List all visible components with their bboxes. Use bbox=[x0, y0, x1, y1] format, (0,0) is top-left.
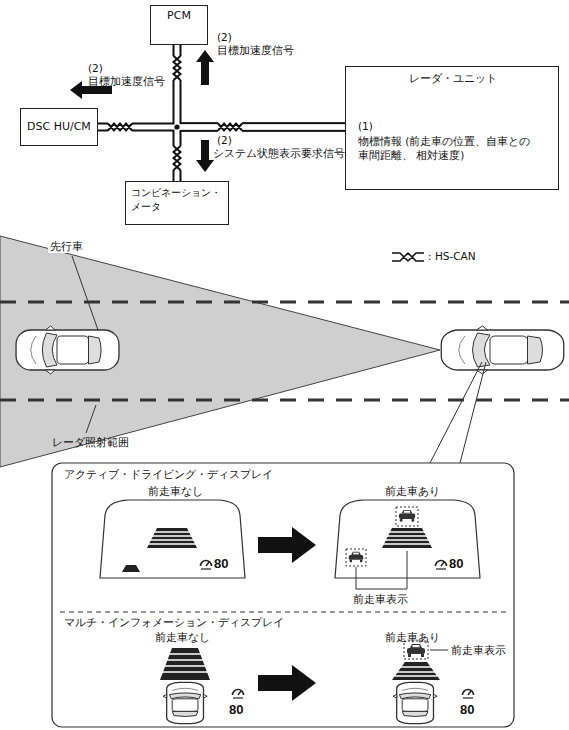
junction-dot bbox=[174, 124, 179, 129]
callout-number: (2) bbox=[217, 31, 232, 44]
box-text: 物標情報 (前走車の位置、自車との車間距離、 相対速度) bbox=[358, 134, 540, 162]
section-heading: マルチ・インフォメーション・ディスプレイ bbox=[64, 616, 284, 629]
can-bus-line bbox=[177, 45, 345, 127]
signal-name: 目標加速度信号 bbox=[88, 75, 165, 88]
signal-arrow bbox=[196, 140, 214, 172]
signal-name: 目標加速度信号 bbox=[217, 44, 294, 57]
meter-box: コンビネーション・ メータ bbox=[125, 181, 229, 225]
leader-line bbox=[356, 551, 407, 589]
transition-arrow bbox=[258, 527, 316, 563]
control-module-box: DSC HU/CM bbox=[20, 108, 98, 146]
radar-range bbox=[0, 236, 440, 467]
lane-line bbox=[0, 399, 569, 402]
twisted-pair-symbol bbox=[108, 124, 132, 131]
twisted-pair-symbol bbox=[392, 253, 424, 261]
transition-arrow bbox=[258, 665, 316, 701]
part-label: 先行車 bbox=[48, 240, 85, 253]
lane-stripes bbox=[147, 528, 197, 548]
set-speed: 80 bbox=[460, 702, 474, 718]
indicator-box bbox=[396, 507, 418, 526]
can-bus-line bbox=[177, 127, 345, 181]
display-frame bbox=[52, 463, 514, 727]
box-title: PCM bbox=[157, 9, 201, 23]
set-speed: 80 bbox=[214, 556, 228, 572]
bus-inner bbox=[98, 45, 345, 181]
lead-car-icon bbox=[399, 510, 415, 522]
legend-text: : HS-CAN bbox=[428, 250, 476, 262]
lane-stripes bbox=[162, 654, 208, 672]
state-label: 前走車なし bbox=[155, 631, 210, 644]
twisted-pair-symbol bbox=[174, 146, 181, 170]
leader-line bbox=[430, 650, 448, 651]
lead-car bbox=[16, 326, 119, 374]
cruise-icon bbox=[436, 561, 447, 570]
state-label: 前走車あり bbox=[385, 631, 440, 644]
indicator-box bbox=[346, 549, 366, 566]
cruise-icon bbox=[233, 690, 244, 699]
lane-stripes bbox=[392, 662, 440, 680]
part-label: レーダ照射範囲 bbox=[52, 436, 129, 449]
cruise-icon bbox=[201, 561, 212, 570]
state-label: 前走車あり bbox=[385, 485, 440, 498]
section-heading: アクティブ・ドライビング・ディスプレイ bbox=[64, 468, 273, 481]
lane-stripes bbox=[382, 528, 432, 548]
set-speed: 80 bbox=[229, 702, 243, 718]
callout-number: (2) bbox=[88, 62, 103, 75]
lane-stripes bbox=[160, 648, 210, 680]
callout-number: (2) bbox=[217, 134, 232, 147]
lane-stripes bbox=[395, 667, 437, 676]
set-speed: 80 bbox=[449, 556, 463, 572]
lane-marker bbox=[122, 565, 140, 572]
lead-car-icon bbox=[407, 644, 425, 657]
can-bus-line bbox=[177, 127, 345, 181]
leader-line bbox=[86, 405, 96, 433]
twist-mask bbox=[218, 121, 242, 133]
control-module-box: PCM bbox=[150, 5, 208, 45]
part-label: 前走車表示 bbox=[353, 593, 408, 606]
box-title: レーダ・ユニット bbox=[358, 72, 548, 86]
legend-row: : HS-CAN bbox=[428, 250, 476, 263]
signal-name: システム状態表示要求信号 bbox=[213, 147, 345, 160]
bus-outer bbox=[98, 45, 345, 181]
twist-mask bbox=[171, 56, 184, 80]
twisted-pair-symbol bbox=[174, 56, 181, 80]
divider bbox=[60, 612, 506, 613]
signal-arrow bbox=[196, 50, 214, 85]
callout-line bbox=[430, 362, 486, 463]
own-car-icon bbox=[163, 682, 207, 723]
lane-stripes bbox=[148, 532, 196, 544]
indicator-box bbox=[404, 641, 428, 659]
box-text: (1) bbox=[358, 120, 548, 134]
can-bus-line bbox=[177, 45, 345, 127]
box-title: コンビネーション・ メータ bbox=[131, 186, 223, 213]
box-title: DSC HU/CM bbox=[27, 120, 91, 134]
cruise-icon bbox=[463, 690, 474, 699]
hud-outline bbox=[100, 500, 245, 578]
twist-mask bbox=[171, 146, 184, 170]
lane-stripes bbox=[383, 532, 431, 544]
leader-line bbox=[72, 256, 98, 330]
own-car-icon bbox=[393, 682, 437, 723]
twist-mask bbox=[108, 121, 132, 133]
own-car bbox=[441, 326, 564, 374]
state-label: 前走車なし bbox=[148, 485, 203, 498]
part-label: 前走車表示 bbox=[451, 644, 506, 657]
twisted-pair-symbol bbox=[218, 124, 242, 131]
lane-line bbox=[0, 301, 569, 304]
lead-car-icon bbox=[349, 552, 363, 562]
radar-unit-box: レーダ・ユニット (1)物標情報 (前走車の位置、自車との車間距離、 相対速度) bbox=[345, 66, 559, 190]
